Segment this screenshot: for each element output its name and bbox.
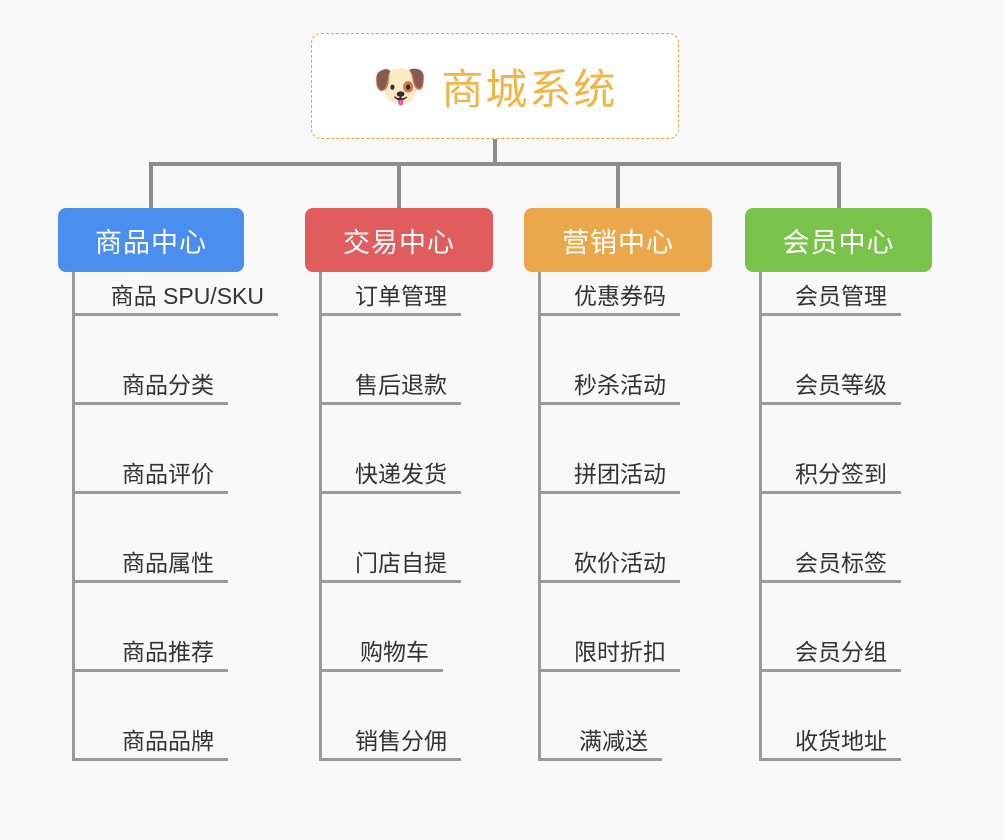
category-header-marketing-center[interactable]: 营销中心 — [524, 208, 712, 272]
leaf-item-label: 限时折扣 — [574, 638, 666, 665]
leaf-item[interactable]: 拼团活动 — [538, 450, 680, 494]
leaf-item-label: 订单管理 — [355, 282, 447, 309]
leaf-item-label: 商品属性 — [122, 549, 214, 576]
leaf-item-label: 购物车 — [360, 638, 429, 665]
leaf-item-label: 商品分类 — [122, 371, 214, 398]
leaf-item-label: 会员标签 — [795, 549, 887, 576]
leaf-item[interactable]: 订单管理 — [319, 272, 461, 316]
leaf-item[interactable]: 商品评价 — [72, 450, 228, 494]
leaf-spine-trade-center — [319, 272, 322, 761]
category-header-label: 营销中心 — [562, 227, 674, 258]
leaf-item-label: 商品品牌 — [122, 727, 214, 754]
leaf-item-label: 商品评价 — [122, 460, 214, 487]
category-header-trade-center[interactable]: 交易中心 — [305, 208, 493, 272]
leaf-item-label: 满减送 — [579, 727, 648, 754]
leaf-item[interactable]: 售后退款 — [319, 361, 461, 405]
leaf-item-label: 收货地址 — [795, 727, 887, 754]
leaf-item-label: 会员等级 — [795, 371, 887, 398]
leaf-spine-product-center — [72, 272, 75, 761]
leaf-item-label: 快递发货 — [355, 460, 447, 487]
leaf-item-label: 会员分组 — [795, 638, 887, 665]
leaf-item-label: 销售分佣 — [355, 727, 447, 754]
leaf-item[interactable]: 商品属性 — [72, 539, 228, 583]
root-node-shopping-mall-system[interactable]: 🐶 商城系统 — [311, 33, 679, 139]
category-header-label: 交易中心 — [343, 227, 455, 258]
leaf-item[interactable]: 商品推荐 — [72, 628, 228, 672]
leaf-item[interactable]: 会员管理 — [759, 272, 901, 316]
leaf-item-label: 售后退款 — [355, 371, 447, 398]
leaf-item[interactable]: 限时折扣 — [538, 628, 680, 672]
leaf-item-label: 砍价活动 — [574, 549, 666, 576]
leaf-item[interactable]: 满减送 — [538, 717, 662, 761]
leaf-item[interactable]: 门店自提 — [319, 539, 461, 583]
leaf-item[interactable]: 会员标签 — [759, 539, 901, 583]
leaf-item[interactable]: 砍价活动 — [538, 539, 680, 583]
leaf-item[interactable]: 购物车 — [319, 628, 443, 672]
leaf-item[interactable]: 商品 SPU/SKU — [72, 272, 278, 316]
leaf-item-label: 商品推荐 — [122, 638, 214, 665]
leaf-item-label: 积分签到 — [795, 460, 887, 487]
leaf-item-label: 门店自提 — [355, 549, 447, 576]
leaf-item[interactable]: 会员等级 — [759, 361, 901, 405]
leaf-item-label: 秒杀活动 — [574, 371, 666, 398]
dog-face-icon: 🐶 — [372, 61, 428, 112]
connector-root-stem — [493, 139, 497, 166]
leaf-item[interactable]: 销售分佣 — [319, 717, 461, 761]
category-header-label: 商品中心 — [95, 227, 207, 258]
leaf-item[interactable]: 优惠券码 — [538, 272, 680, 316]
leaf-spine-marketing-center — [538, 272, 541, 761]
category-header-member-center[interactable]: 会员中心 — [745, 208, 932, 272]
leaf-item[interactable]: 收货地址 — [759, 717, 901, 761]
category-header-product-center[interactable]: 商品中心 — [58, 208, 244, 272]
leaf-item[interactable]: 商品品牌 — [72, 717, 228, 761]
leaf-item-label: 商品 SPU/SKU — [110, 282, 264, 309]
leaf-item-label: 拼团活动 — [574, 460, 666, 487]
connector-drop-member-center — [836, 162, 841, 208]
leaf-item[interactable]: 秒杀活动 — [538, 361, 680, 405]
connector-horizontal-bus — [149, 162, 841, 166]
leaf-item-label: 会员管理 — [795, 282, 887, 309]
leaf-item[interactable]: 快递发货 — [319, 450, 461, 494]
leaf-spine-member-center — [759, 272, 762, 761]
leaf-item[interactable]: 积分签到 — [759, 450, 901, 494]
leaf-item-label: 优惠券码 — [574, 282, 666, 309]
connector-drop-product-center — [149, 162, 153, 208]
connector-drop-trade-center — [397, 162, 401, 208]
leaf-item[interactable]: 会员分组 — [759, 628, 901, 672]
leaf-item[interactable]: 商品分类 — [72, 361, 228, 405]
category-header-label: 会员中心 — [782, 227, 895, 258]
root-node-title: 商城系统 — [441, 65, 618, 113]
connector-drop-marketing-center — [616, 162, 620, 208]
